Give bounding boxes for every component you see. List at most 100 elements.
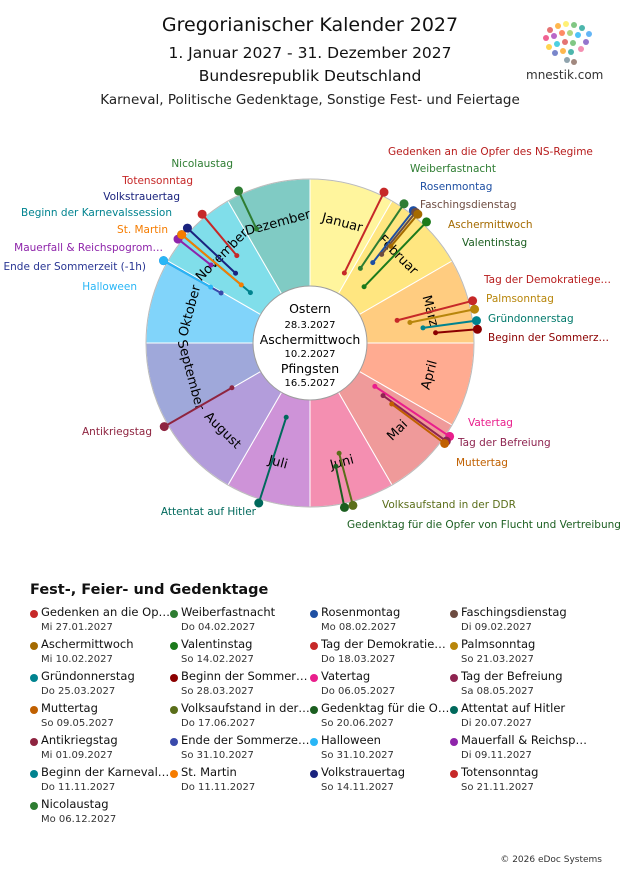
event-name: St. Martin <box>181 765 237 779</box>
callout-label: Volksaufstand in der DDR <box>382 499 516 511</box>
event-marker-dot[interactable] <box>182 223 192 233</box>
event-color-dot <box>30 674 38 682</box>
event-name: Antikriegstag <box>41 733 118 747</box>
event-color-dot <box>30 802 38 810</box>
brain-logo-icon[interactable] <box>540 20 598 68</box>
event-color-dot <box>450 642 458 650</box>
event-marker-dot[interactable] <box>348 500 358 510</box>
event-marker-dot[interactable] <box>470 304 480 314</box>
event-marker-dot[interactable] <box>339 502 349 512</box>
event-leader-inner-dot <box>388 243 394 249</box>
event-leader-line <box>390 213 419 248</box>
month-label: Juli <box>266 453 289 473</box>
event-list-item[interactable]: Mauerfall & ReichspogromnachtDi 09.11.20… <box>450 733 592 765</box>
event-leader-inner-dot <box>361 284 367 290</box>
callout-label: Mauerfall & Reichspogrom… <box>14 242 163 254</box>
event-name: Aschermittwoch <box>41 637 134 651</box>
event-leader-line <box>334 466 346 508</box>
event-date: So 21.11.2027 <box>461 782 534 793</box>
event-marker-dot[interactable] <box>413 209 423 219</box>
callout-label: Rosenmontag <box>420 181 492 193</box>
event-list-item[interactable]: Beginn der Sommerzeit (+1h)So 28.03.2027 <box>170 669 312 701</box>
event-leader-line <box>343 191 385 274</box>
event-name: Nicolaustag <box>41 797 109 811</box>
event-leader-inner-dot <box>234 253 240 259</box>
callout-label: Valentinstag <box>462 237 527 249</box>
event-name: Muttertag <box>41 701 98 715</box>
event-color-dot <box>170 674 178 682</box>
event-color-dot <box>310 610 318 618</box>
event-marker-dot[interactable] <box>472 316 482 326</box>
event-list-item[interactable]: Palmsonntag So 21.03.2027 <box>450 637 592 669</box>
event-marker-dot[interactable] <box>472 324 482 334</box>
event-marker-dot[interactable] <box>254 498 264 508</box>
event-marker-dot[interactable] <box>159 256 169 266</box>
ostern-date: 28.3.2027 <box>285 320 336 331</box>
event-list-item[interactable]: Tag der DemokratiegeschichteDo 18.03.202… <box>310 637 452 669</box>
event-list-item[interactable]: Antikriegstag Mi 01.09.2027 <box>30 733 172 765</box>
event-marker-dot[interactable] <box>421 217 431 227</box>
event-marker-dot[interactable] <box>197 209 207 219</box>
event-color-dot <box>310 674 318 682</box>
event-marker-dot[interactable] <box>468 296 478 306</box>
event-marker-dot[interactable] <box>177 230 187 240</box>
event-leader-inner-dot <box>233 270 239 276</box>
event-name: Palmsonntag <box>461 637 536 651</box>
event-date: Do 17.06.2027 <box>181 718 256 729</box>
event-leader-inner-dot <box>229 385 235 391</box>
callout-label: Faschingsdienstag <box>420 199 517 211</box>
event-marker-dot[interactable] <box>399 199 409 209</box>
event-list-item[interactable]: Volksaufstand in der DDRDo 17.06.2027 <box>170 701 312 733</box>
event-leader-inner-dot <box>208 284 214 290</box>
callout-label: Weiberfastnacht <box>410 163 496 175</box>
callout-label: St. Martin <box>117 224 168 236</box>
event-marker-dot[interactable] <box>440 438 450 448</box>
event-list-item[interactable]: Totensonntag So 21.11.2027 <box>450 765 592 797</box>
event-name: Attentat auf Hitler <box>461 701 566 715</box>
event-name: Volkstrauertag <box>321 765 406 779</box>
event-name: Rosenmontag <box>321 605 401 619</box>
event-name: Totensonntag <box>461 765 539 779</box>
event-color-dot <box>170 738 178 746</box>
event-color-dot <box>310 642 318 650</box>
event-date: Mi 01.09.2027 <box>41 750 113 761</box>
event-leader-inner-dot <box>208 262 214 268</box>
event-date: So 14.11.2027 <box>321 782 394 793</box>
event-date: Di 09.02.2027 <box>461 622 532 633</box>
event-list-item[interactable]: Beginn der KarnevalssessionDo 11.11.2027 <box>30 765 172 797</box>
logo-text[interactable]: mnestik.com <box>526 68 604 82</box>
event-list-item[interactable]: Volkstrauertag So 14.11.2027 <box>310 765 452 797</box>
event-marker-dot[interactable] <box>159 422 169 432</box>
event-date: So 31.10.2027 <box>321 750 394 761</box>
event-marker-dot[interactable] <box>379 187 389 197</box>
event-date: Do 18.03.2027 <box>321 654 396 665</box>
ostern-label: Ostern <box>289 301 331 316</box>
event-leaders <box>159 186 482 512</box>
callout-label: Vatertag <box>468 417 513 429</box>
event-list-item[interactable]: Gedenktag für die Opfer von Flucht und V… <box>310 701 452 733</box>
event-date: Di 09.11.2027 <box>461 750 532 761</box>
event-marker-dot[interactable] <box>234 186 244 196</box>
event-color-dot <box>170 770 178 778</box>
event-color-dot <box>450 706 458 714</box>
callout-label: Tag der Befreiung <box>457 437 551 449</box>
event-date: So 21.03.2027 <box>461 654 534 665</box>
callout-label: Attentat auf Hitler <box>161 506 257 518</box>
event-leader-inner-dot <box>407 320 413 326</box>
event-list-item[interactable]: Gedenken an die Opfer des NS-RegimesMi 2… <box>30 605 172 637</box>
page-title: Gregorianischer Kalender 2027 <box>161 14 459 36</box>
event-list-item[interactable]: Ende der Sommerzeit (-1h)So 31.10.2027 <box>170 733 312 765</box>
